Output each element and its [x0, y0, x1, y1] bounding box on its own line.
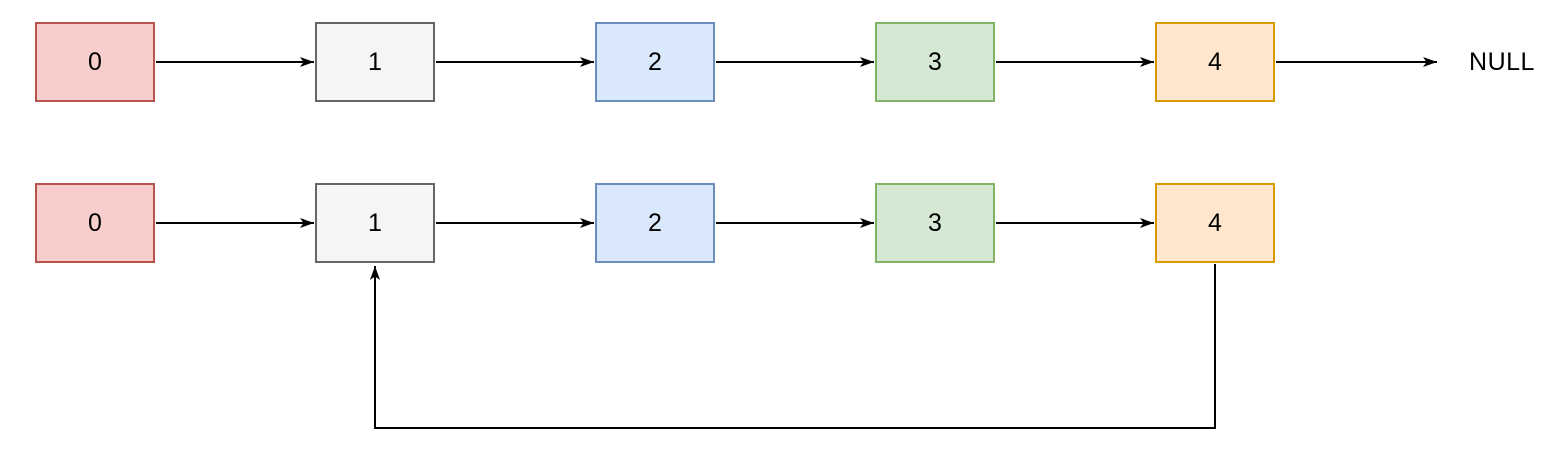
row1-node-1: 1	[315, 22, 435, 102]
node-value: 2	[648, 47, 662, 76]
row2-node-2: 2	[595, 183, 715, 263]
row1-node-4: 4	[1155, 22, 1275, 102]
row1-node-0: 0	[35, 22, 155, 102]
row1-node-3: 3	[875, 22, 995, 102]
row2-node-1: 1	[315, 183, 435, 263]
null-terminator-label: NULL	[1469, 47, 1535, 76]
node-value: 3	[928, 47, 942, 76]
row2-node-4: 4	[1155, 183, 1275, 263]
node-value: 0	[88, 208, 102, 237]
node-value: 2	[648, 208, 662, 237]
row1-node-2: 2	[595, 22, 715, 102]
cycle-arrow-4-to-1	[370, 264, 1216, 429]
row2-node-0: 0	[35, 183, 155, 263]
node-value: 1	[368, 208, 382, 237]
row2-node-3: 3	[875, 183, 995, 263]
node-value: 4	[1208, 208, 1222, 237]
node-value: 1	[368, 47, 382, 76]
node-value: 3	[928, 208, 942, 237]
node-value: 0	[88, 47, 102, 76]
node-value: 4	[1208, 47, 1222, 76]
